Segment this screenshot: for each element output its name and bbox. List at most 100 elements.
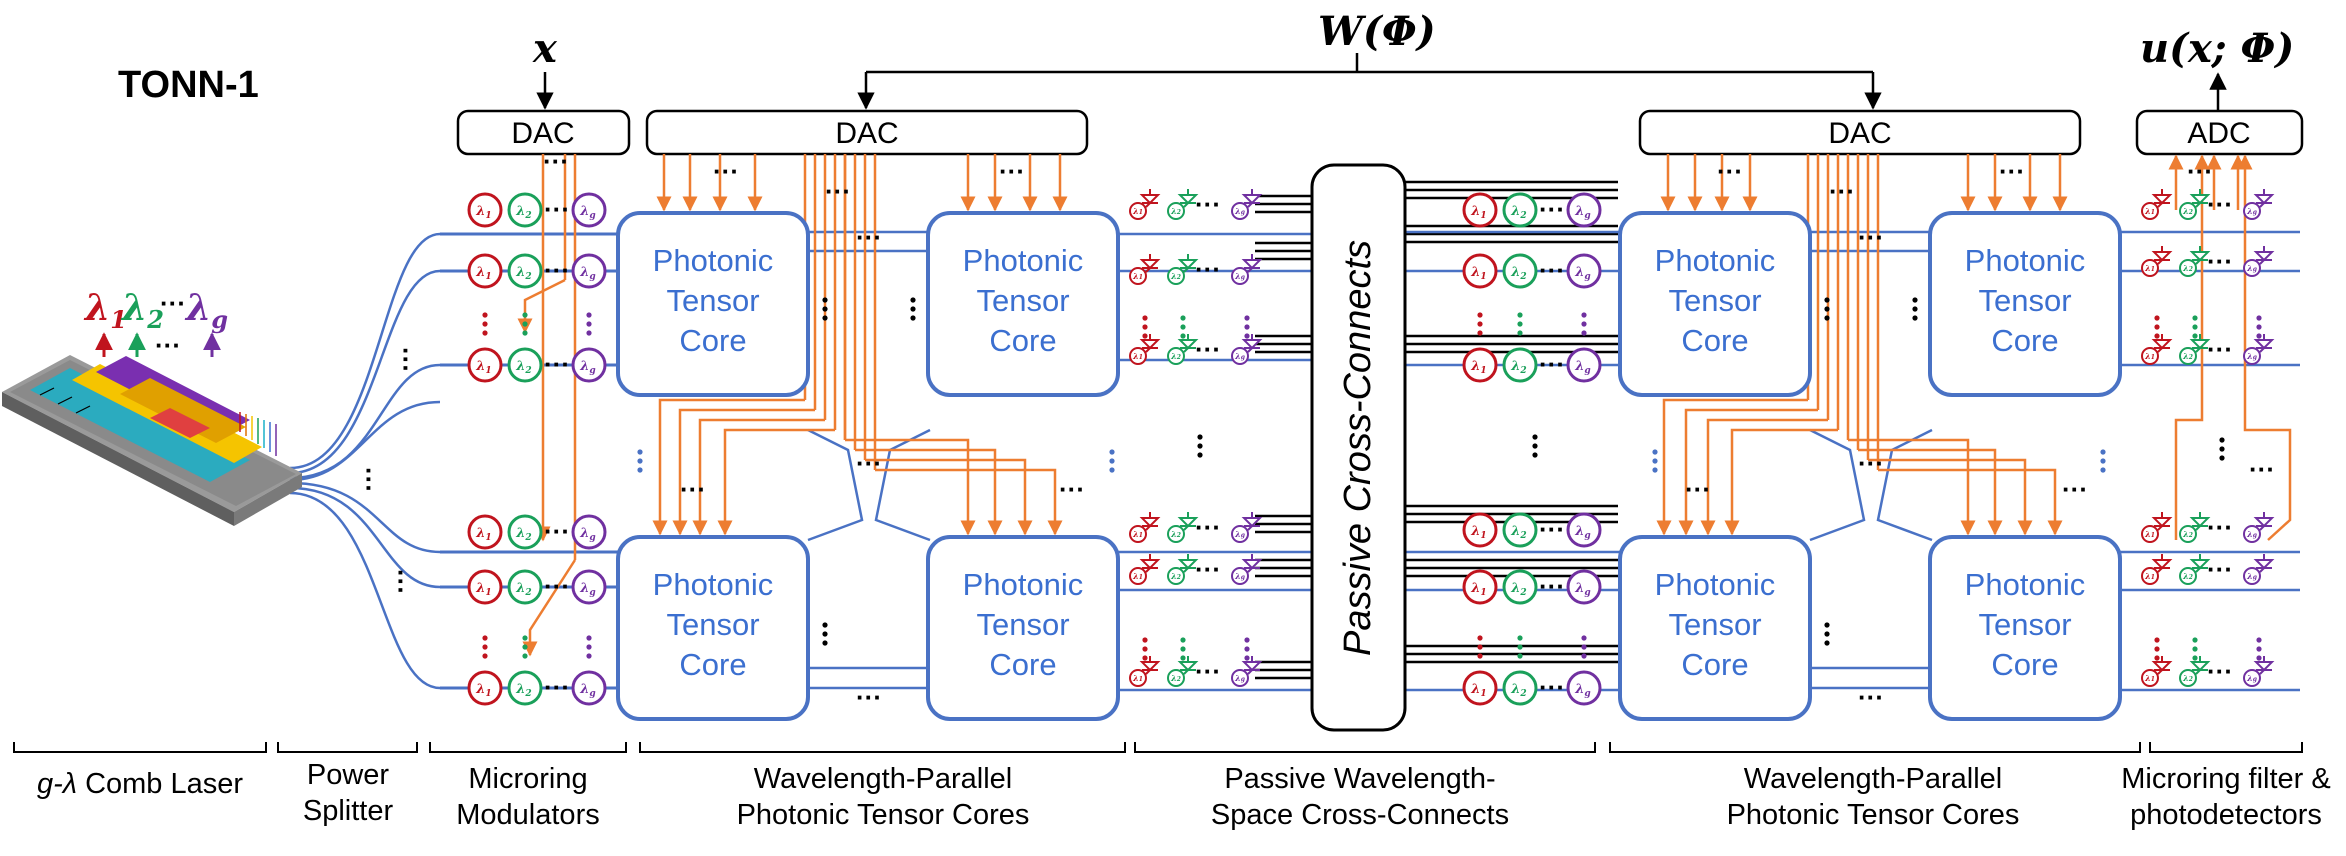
vertical-ellipsis bbox=[2100, 449, 2106, 455]
microring-modulator: λ2 bbox=[507, 670, 543, 706]
microring-filter-photodetector: λg bbox=[2243, 512, 2275, 543]
microring-ring bbox=[1566, 569, 1602, 605]
splitter-waveguide bbox=[289, 232, 441, 470]
filter-ellipsis: ··· bbox=[1195, 334, 1221, 364]
vertical-ellipsis bbox=[2256, 655, 2262, 661]
filter-ring bbox=[2141, 202, 2159, 220]
section-brackets bbox=[13, 742, 2303, 753]
diagram-title: TONN-1 bbox=[118, 64, 259, 106]
vertical-ellipsis bbox=[1244, 655, 1250, 661]
microring-ring bbox=[507, 192, 543, 228]
microring-modulator: λ2 bbox=[1502, 347, 1538, 383]
filter-label: λ2 bbox=[2182, 206, 2193, 216]
filter-label: λ2 bbox=[2182, 529, 2193, 539]
vertical-ellipsis bbox=[2192, 637, 2198, 643]
microring-ring bbox=[571, 569, 607, 605]
vertical-ellipsis bbox=[2192, 315, 2198, 321]
filter-ellipsis: ··· bbox=[2249, 454, 2275, 484]
vertical-ellipsis bbox=[2154, 655, 2160, 661]
microring-ring bbox=[571, 514, 607, 550]
filter-label: λg bbox=[1234, 673, 1245, 683]
microring-label: λ1 bbox=[1470, 682, 1486, 699]
photodetector-lead bbox=[1247, 347, 1253, 353]
microring-ring bbox=[1502, 569, 1538, 605]
vertical-ellipsis bbox=[2154, 646, 2160, 652]
section-bracket bbox=[429, 742, 627, 753]
filter-ellipsis: ··· bbox=[2207, 246, 2233, 276]
photodetector-lead bbox=[2157, 347, 2163, 353]
ptc-label-line1: Photonic bbox=[1965, 567, 2086, 602]
ptc-box bbox=[616, 211, 810, 397]
vertical-ellipsis bbox=[1477, 321, 1483, 327]
section-comb-laser-label: g-λ Comb Laser bbox=[37, 768, 243, 800]
section-power-splitter-line2: Splitter bbox=[303, 795, 394, 827]
microring-modulator: λg bbox=[1566, 347, 1602, 383]
microring-filter-photodetector: λ2 bbox=[2179, 189, 2211, 220]
microring-filter-photodetector: λ1 bbox=[2141, 189, 2173, 220]
microring-ring bbox=[1462, 512, 1498, 548]
weights-label: W(Φ) bbox=[1318, 8, 1436, 55]
filter-label: λg bbox=[2246, 206, 2257, 216]
microring-ring bbox=[1566, 192, 1602, 228]
output-label: u(x; Φ) bbox=[2140, 25, 2294, 72]
microring-label: λ2 bbox=[515, 526, 531, 543]
vertical-ellipsis bbox=[910, 297, 916, 303]
vertical-ellipsis bbox=[822, 622, 828, 628]
filter-label: λg bbox=[2246, 673, 2257, 683]
microring-ring bbox=[507, 569, 543, 605]
photodetector-lead bbox=[2157, 259, 2163, 265]
control-ellipsis: ··· bbox=[680, 474, 706, 504]
ptc-ellipsis: ··· bbox=[1858, 448, 1884, 478]
control-line bbox=[875, 468, 1063, 536]
ptc-label-line3: Core bbox=[989, 323, 1056, 358]
filter-ellipsis: ··· bbox=[1195, 189, 1221, 219]
filter-ring bbox=[1167, 267, 1185, 285]
filter-label: λg bbox=[2246, 529, 2257, 539]
filter-label: λg bbox=[2246, 571, 2257, 581]
filter-label: λ1 bbox=[1132, 571, 1143, 581]
ptc-box bbox=[926, 535, 1120, 721]
microring-ellipsis: ··· bbox=[544, 571, 570, 601]
microring-label: λ2 bbox=[515, 359, 531, 376]
filter-label: λ2 bbox=[1170, 529, 1181, 539]
control-line bbox=[1878, 468, 2063, 536]
microring-modulator: λ1 bbox=[467, 192, 503, 228]
photodetector-icon bbox=[2151, 194, 2173, 205]
waveguide-layer bbox=[289, 180, 2300, 692]
microring-modulator: λg bbox=[571, 514, 607, 550]
microring-filter-photodetector: λ1 bbox=[1129, 334, 1161, 365]
section-ptc-right: Wavelength-Parallel Photonic Tensor Core… bbox=[1727, 763, 2020, 831]
ptc-ellipsis: ··· bbox=[856, 448, 882, 478]
ptc-label-line3: Core bbox=[1991, 647, 2058, 682]
filter-label: λg bbox=[2246, 263, 2257, 273]
control-line bbox=[522, 559, 577, 657]
filter-ellipsis: ··· bbox=[1195, 254, 1221, 284]
control-ellipsis: ··· bbox=[1829, 176, 1855, 206]
vertical-ellipsis bbox=[2154, 333, 2160, 339]
filter-label: λg bbox=[1234, 271, 1245, 281]
section-cross-connects: Passive Wavelength- Space Cross-Connects bbox=[1211, 763, 1509, 831]
microring-ring bbox=[467, 514, 503, 550]
filter-ring bbox=[2243, 259, 2261, 277]
microring-modulator: λ1 bbox=[1462, 347, 1498, 383]
microring-label: λ2 bbox=[1510, 682, 1526, 699]
control-ellipsis: ··· bbox=[1717, 156, 1743, 186]
microring-modulator: λg bbox=[1566, 253, 1602, 289]
microring-ellipsis: ··· bbox=[544, 194, 570, 224]
microring-modulator: λ2 bbox=[507, 253, 543, 289]
microring-label: λ1 bbox=[475, 581, 491, 598]
photodetector-lead bbox=[1145, 567, 1151, 573]
ptc-box bbox=[1928, 211, 2122, 397]
filter-ring bbox=[1231, 267, 1249, 285]
adc-label: ADC bbox=[2187, 117, 2250, 150]
photodetector-icon bbox=[1177, 517, 1199, 528]
vertical-ellipsis bbox=[637, 449, 643, 455]
vertical-ellipsis bbox=[1477, 635, 1483, 641]
microring-ring bbox=[1502, 347, 1538, 383]
vertical-ellipsis bbox=[2154, 315, 2160, 321]
photodetector-lead bbox=[2259, 202, 2265, 208]
photodetector-lead bbox=[1247, 525, 1253, 531]
microring-filter-photodetector: λg bbox=[1231, 656, 1263, 687]
microring-ring bbox=[1462, 192, 1498, 228]
